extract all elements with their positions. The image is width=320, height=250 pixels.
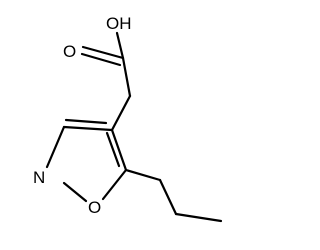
bond-ch2-ring: [110, 94, 132, 132]
bond-c5-c4-b: [105, 131, 121, 168]
bond-propyl-2-3: [174, 212, 223, 223]
bond-c4-c3-a: [62, 125, 114, 132]
bond-n-o: [62, 181, 88, 203]
molecule-drawing: OH O N O: [33, 14, 223, 223]
carbonyl-oxygen-label: O: [63, 42, 76, 61]
structure-canvas: OH O N O: [33, 14, 223, 223]
ring-oxygen-label: O: [88, 198, 101, 217]
bond-c4-c3-b: [64, 118, 108, 125]
bond-c-o-double-a: [81, 45, 125, 60]
bond-o-c5: [101, 168, 128, 201]
bond-carboxyl-ch2: [121, 56, 132, 98]
bond-c5-propyl-1: [124, 168, 162, 182]
hydroxyl-label: OH: [106, 14, 132, 33]
bond-c3-n: [45, 125, 66, 169]
bond-c5-c4-a: [110, 128, 128, 172]
bond-c-o-double-b: [80, 52, 122, 67]
ring-nitrogen-label: N: [33, 168, 45, 187]
bond-c-oh: [115, 31, 125, 60]
bond-propyl-1-2: [158, 178, 178, 216]
